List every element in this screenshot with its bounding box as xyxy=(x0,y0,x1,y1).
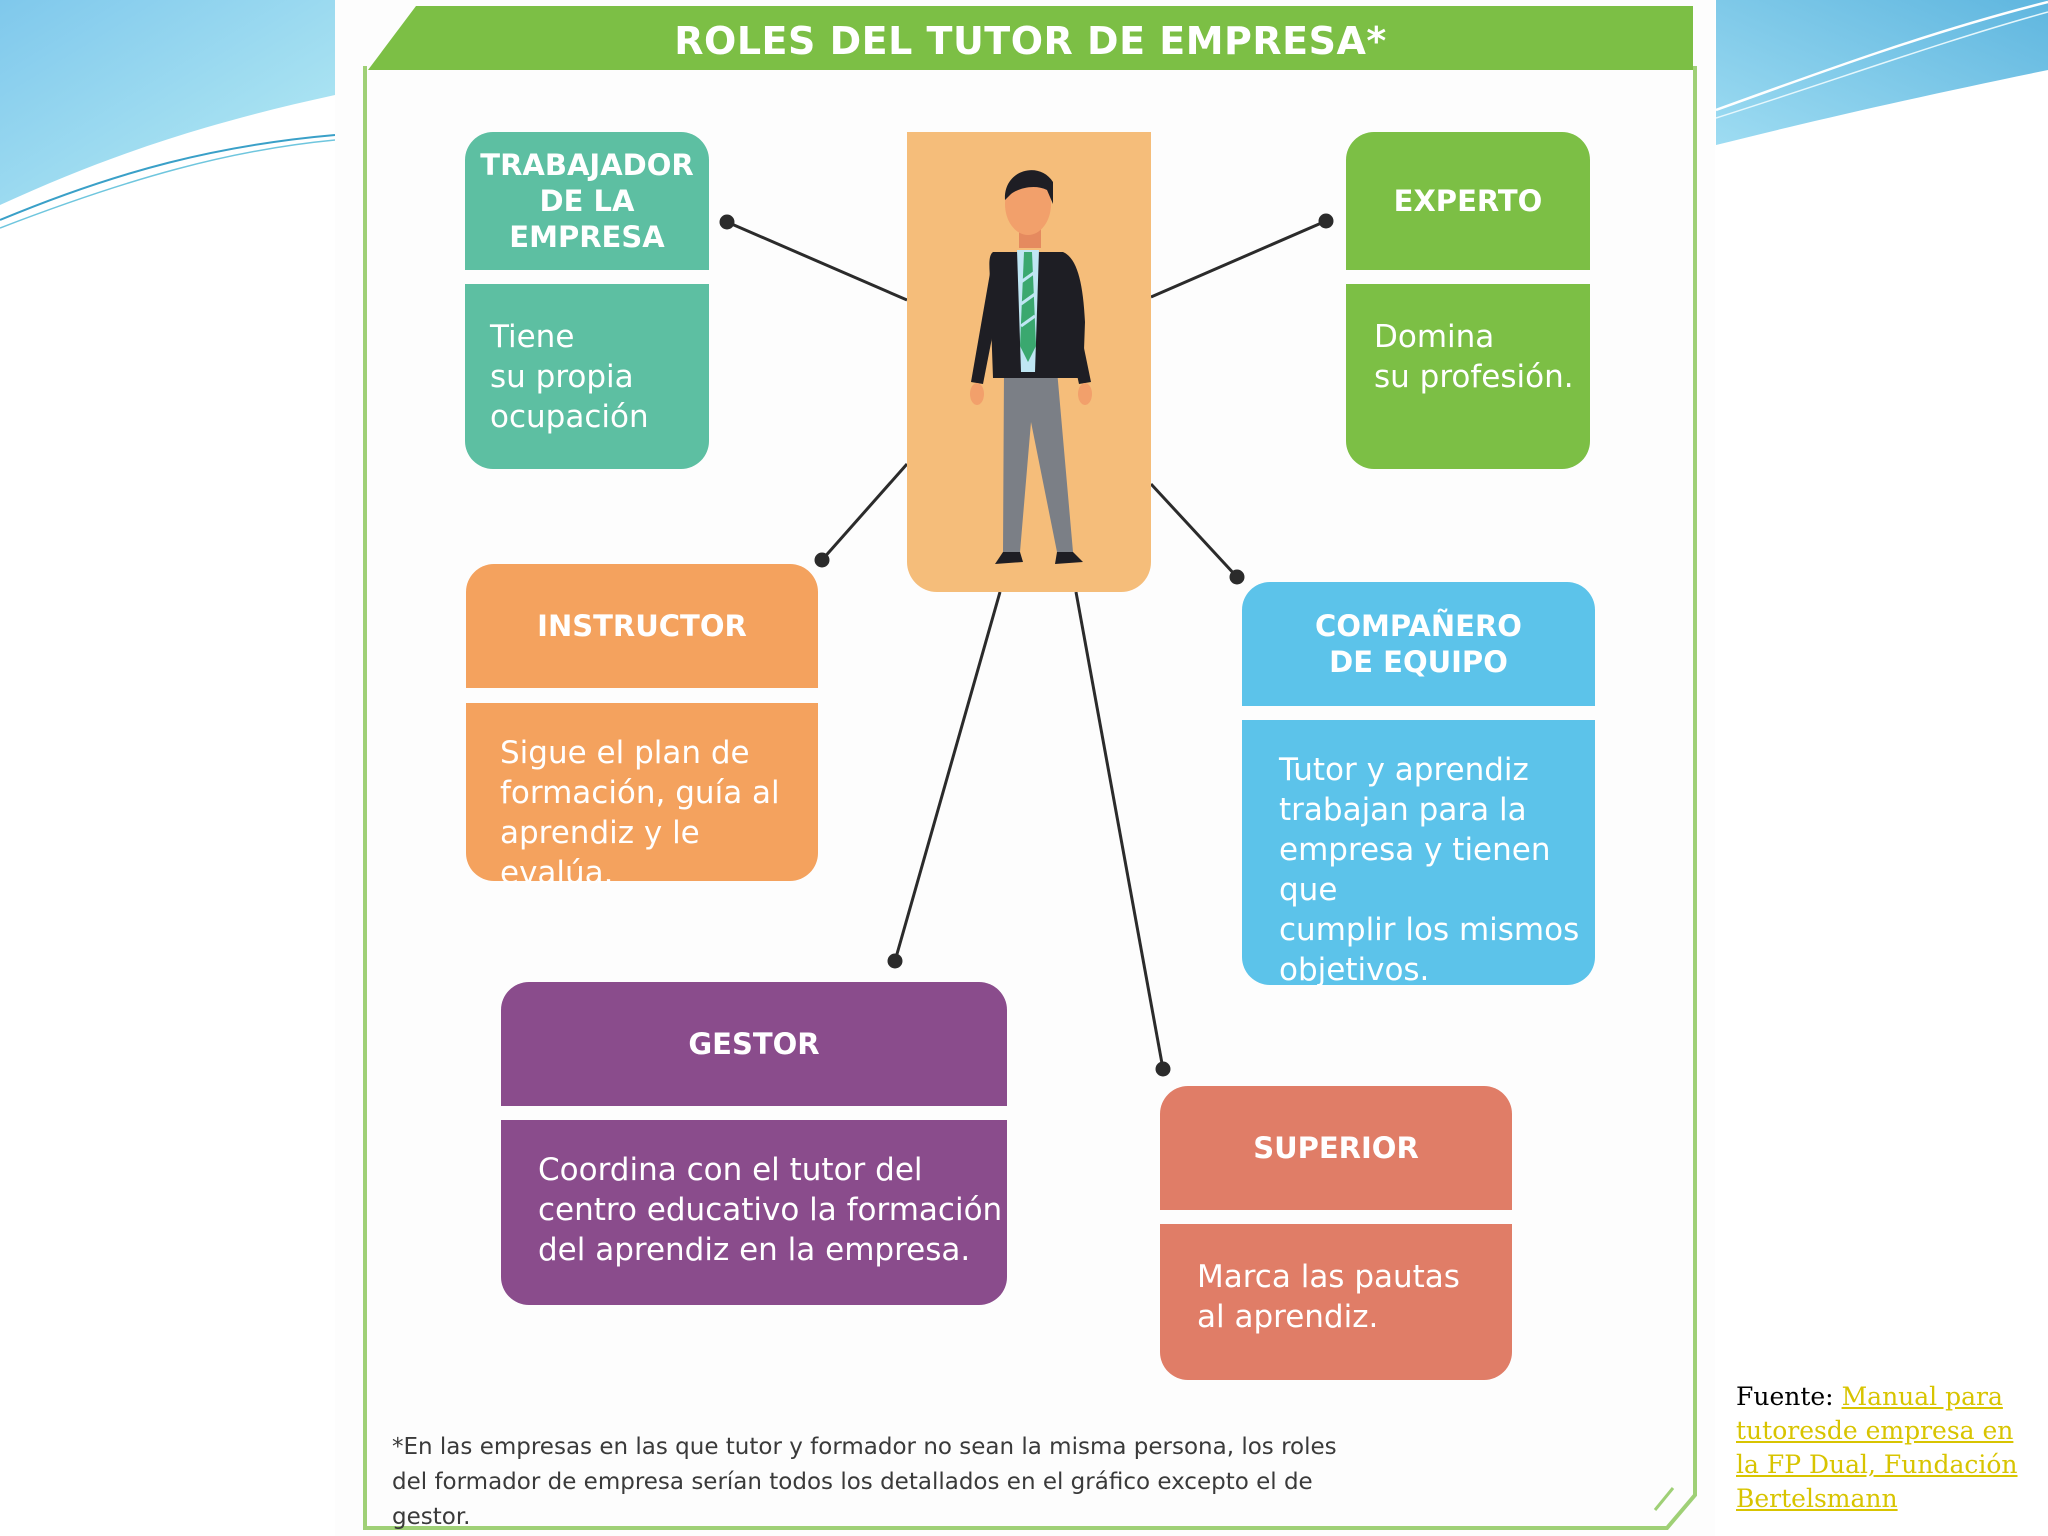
role-experto-description: Domina su profesión. xyxy=(1346,284,1590,469)
title-band xyxy=(368,6,1693,70)
corner-decoration-left xyxy=(0,0,336,229)
corner-decoration-right xyxy=(1716,0,2048,145)
role-gestor-title: GESTOR xyxy=(501,982,1007,1106)
source-citation: Fuente: Manual para tutoresde empresa en… xyxy=(1736,1380,2036,1516)
source-label: Fuente: xyxy=(1736,1382,1842,1411)
role-companero-title: COMPAÑERO DE EQUIPO xyxy=(1242,582,1595,706)
role-trabajador-description: Tiene su propia ocupación xyxy=(465,284,709,469)
role-experto-title: EXPERTO xyxy=(1346,132,1590,270)
role-superior-description: Marca las pautas al aprendiz. xyxy=(1160,1224,1512,1380)
source-link[interactable]: Manual para tutoresde empresa en la FP D… xyxy=(1736,1382,2018,1513)
role-instructor-title: INSTRUCTOR xyxy=(466,564,818,688)
role-instructor-description: Sigue el plan de formación, guía al apre… xyxy=(466,703,818,891)
role-gestor-description: Coordina con el tutor del centro educati… xyxy=(501,1120,1007,1305)
businessman-illustration xyxy=(970,170,1092,564)
role-companero-description: Tutor y aprendiz trabajan para la empres… xyxy=(1242,720,1595,988)
role-superior-title: SUPERIOR xyxy=(1160,1086,1512,1210)
role-trabajador-title: TRABAJADOR DE LA EMPRESA xyxy=(465,132,709,270)
infographic-border xyxy=(363,66,1697,1530)
infographic-title: ROLES DEL TUTOR DE EMPRESA* xyxy=(674,19,1387,63)
footnote: *En las empresas en las que tutor y form… xyxy=(392,1434,1337,1530)
